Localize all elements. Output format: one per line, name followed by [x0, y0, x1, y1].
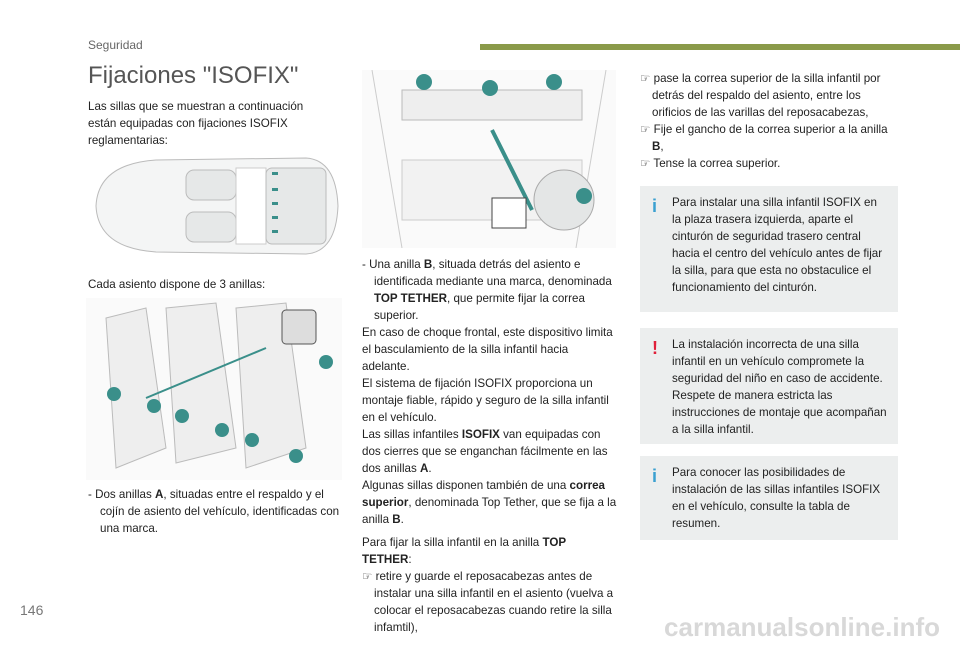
- bold-text: B: [392, 513, 401, 526]
- rings-count-text: Cada asiento dispone de 3 anillas:: [88, 278, 266, 291]
- text-segment: Algunas sillas disponen también de una: [362, 479, 570, 492]
- bold-text: TOP TETHER: [362, 536, 566, 566]
- trunk-tether-illustration: [362, 70, 616, 248]
- intro-text: Las sillas que se muestran a continuació…: [88, 100, 304, 147]
- text-segment: , situadas entre el respaldo y el cojín …: [100, 488, 340, 535]
- page-title: Fijaciones "ISOFIX": [88, 62, 299, 89]
- paragraph: ☞ retire y guarde el reposacabezas antes…: [362, 568, 618, 636]
- note-text: La instalación incorrecta de una silla i…: [672, 338, 887, 436]
- warning-icon: !: [652, 338, 658, 358]
- text-segment: El sistema de fijación ISOFIX proporcion…: [362, 377, 609, 424]
- bold-text: B: [652, 140, 661, 153]
- paragraph: Algunas sillas disponen también de una c…: [362, 477, 618, 528]
- note-box-1: i Para instalar una silla infantil ISOFIX…: [640, 186, 898, 312]
- page-number: 146: [20, 602, 44, 618]
- section-bar: [480, 44, 960, 50]
- text-segment: :: [408, 553, 412, 566]
- note-text: Para conocer las posibilidades de instal…: [672, 466, 881, 530]
- text-segment: .: [428, 462, 432, 475]
- text-segment: ☞ Fije el gancho de la correa superior a…: [640, 123, 888, 136]
- text-segment: Para fijar la silla infantil en la anill…: [362, 536, 543, 549]
- item-a-text: - Dos anillas A, situadas entre el respa…: [88, 486, 340, 537]
- text-segment: ☞ Tense la correa superior.: [640, 157, 781, 170]
- text-segment: , denominada Top Tether, que se fija a l…: [362, 496, 617, 526]
- bold-text: TOP TETHER: [374, 292, 448, 305]
- seat-anchors-illustration: [86, 298, 342, 480]
- paragraph: ☞ pase la correa superior de la silla in…: [640, 70, 896, 121]
- text-segment: ☞ pase la correa superior de la silla in…: [640, 72, 881, 119]
- bold-text: A: [420, 462, 429, 475]
- text-segment: - Dos anillas: [88, 488, 156, 501]
- paragraph: Para fijar la silla infantil en la anill…: [362, 534, 618, 568]
- paragraph: ☞ Tense la correa superior.: [640, 155, 896, 172]
- bold-text: A: [155, 488, 164, 501]
- info-icon: i: [652, 466, 658, 486]
- section-label: Seguridad: [88, 38, 143, 52]
- text-segment: En caso de choque frontal, este disposit…: [362, 326, 613, 373]
- text-segment: - Una anilla: [362, 258, 424, 271]
- paragraph: El sistema de fijación ISOFIX proporcion…: [362, 375, 618, 426]
- bold-text: B: [423, 258, 433, 271]
- text-segment: .: [400, 513, 404, 526]
- note-box-3: i Para conocer las posibilidades de insta…: [640, 456, 898, 540]
- right-column-steps: ☞ pase la correa superior de la silla in…: [640, 70, 896, 172]
- paragraph: Las sillas infantiles ISOFIX van equipad…: [362, 426, 618, 477]
- info-icon: i: [652, 196, 658, 216]
- car-top-view-illustration: [95, 157, 339, 255]
- text-segment: Las sillas infantiles: [362, 428, 462, 441]
- bold-text: ISOFIX: [461, 428, 500, 441]
- text-segment: , que permite fijar la correa superior.: [374, 292, 585, 322]
- note-text: Para instalar una silla infantil ISOFIX …: [672, 196, 883, 294]
- bold-text: correa superior: [362, 479, 605, 509]
- middle-column: - Una anilla B, situada detrás del asien…: [362, 256, 618, 636]
- text-segment: ☞ retire y guarde el reposacabezas antes…: [362, 570, 614, 634]
- text-segment: , situada detrás del asiento e identific…: [374, 258, 612, 288]
- watermark: carmanualsonline.info: [664, 612, 940, 642]
- paragraph: En caso de choque frontal, este disposit…: [362, 324, 618, 375]
- paragraph: ☞ Fije el gancho de la correa superior a…: [640, 121, 896, 155]
- text-segment: van equipadas con dos cierres que se eng…: [362, 428, 608, 475]
- paragraph: - Una anilla B, situada detrás del asien…: [362, 256, 618, 324]
- note-box-2: ! La instalación incorrecta de una silla …: [640, 328, 898, 444]
- text-segment: ,: [660, 140, 664, 153]
